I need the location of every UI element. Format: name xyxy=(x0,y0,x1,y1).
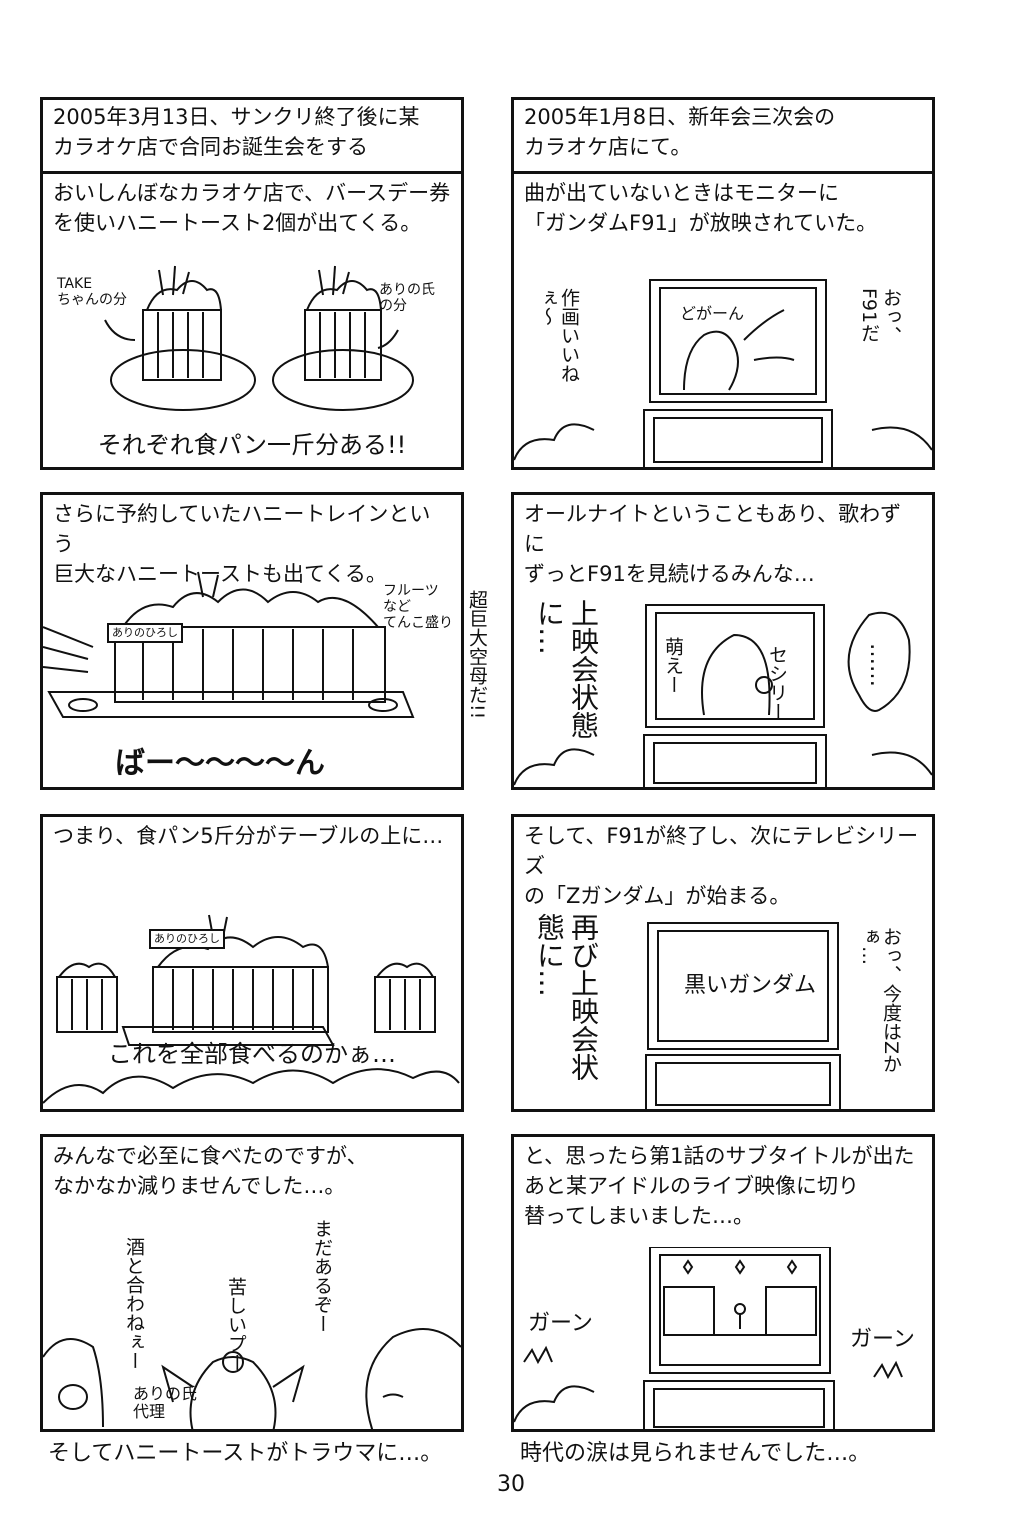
panel-left-2: さらに予約していたハニートレインという 巨大なハニートーストも出てくる。 ありの… xyxy=(40,492,464,790)
speech-not-with-sake: 酒と合わねぇー xyxy=(123,1237,145,1370)
label-fruits: フルーツ など てんこ盛り xyxy=(383,583,453,631)
label-take-portion: TAKE ちゃんの分 xyxy=(57,276,127,308)
five-loaves-drawing xyxy=(43,867,461,1109)
sfx-gaan-right: ガーン xyxy=(850,1327,915,1352)
sfx-gaan-left: ガーン xyxy=(528,1311,593,1336)
speech-nice-animation: 作画いいねぇ〜 xyxy=(536,288,580,383)
speech-bubble-ellipsis: …… xyxy=(865,643,890,687)
panel-text: つまり、食パン5斤分がテーブルの上に… xyxy=(53,824,444,848)
speech-still-more: まだあるぞー xyxy=(311,1219,333,1333)
panel-left-3: つまり、食パン5斤分がテーブルの上に… xyxy=(40,814,464,1112)
tv-text-moe: 萌えー xyxy=(662,637,684,694)
label-proxy: ありの氏 代理 xyxy=(133,1384,198,1421)
side-remark: 超巨大空母だ!! xyxy=(466,590,488,720)
tv-z-gundam-drawing xyxy=(514,897,932,1109)
label-arino-portion: ありの氏 の分 xyxy=(379,282,435,314)
honey-train-drawing xyxy=(43,567,461,747)
honey-toast-pair-drawing xyxy=(43,250,461,440)
panel-header: 2005年1月8日、新年会三次会の カラオケ店にて。 xyxy=(514,100,932,174)
panel-under-caption: 時代の涙は見られませんでした…。 xyxy=(520,1441,871,1466)
panel-text: と、思ったら第1話のサブタイトルが出た あと某アイドルのライブ映像に切り 替って… xyxy=(524,1144,915,1228)
panel-right-4: と、思ったら第1話のサブタイトルが出た あと某アイドルのライブ映像に切り 替って… xyxy=(511,1134,935,1432)
panel-under-caption: そしてハニートーストがトラウマに…。 xyxy=(48,1441,443,1466)
panel-right-2: オールナイトということもあり、歌わずに ずっとF91を見続けるみんな… 上映会状… xyxy=(511,492,935,790)
tv-f91-drawing xyxy=(514,250,932,467)
panel-text: さらに予約していたハニートレインという 巨大なハニートーストも出てくる。 xyxy=(53,502,431,586)
name-sign: ありのひろし xyxy=(149,929,225,949)
panel-caption: それぞれ食パン一斤分ある!! xyxy=(97,431,407,459)
tv-idol-live-drawing xyxy=(514,1247,932,1429)
eating-characters-drawing xyxy=(43,1287,461,1429)
tv-text-cecily: セシリー xyxy=(766,645,788,721)
speech-its-f91: おっ、F91だ xyxy=(858,288,902,345)
page-number: 30 xyxy=(497,1472,525,1497)
panel-text: そして、F91が終了し、次にテレビシリーズ の「Zガンダム」が始まる。 xyxy=(524,824,919,908)
panel-right-1: 2005年1月8日、新年会三次会の カラオケ店にて。 曲が出ていないときはモニタ… xyxy=(511,97,935,470)
sound-effect: ばー〜〜〜〜ん xyxy=(115,746,325,781)
speech-painful: 苦しいプー xyxy=(225,1277,247,1372)
speech-screening-again: 再び上映会状態に… xyxy=(533,913,600,1081)
panel-caption: これを全部食べるのかぁ… xyxy=(108,1040,396,1068)
panel-text: おいしんぼなカラオケ店で、バースデー券 を使いハニートースト2個が出てくる。 xyxy=(53,181,451,235)
panel-left-4: みんなで必至に食べたのですが、 なかなか減りませんでした…。 まだあるぞー 酒と… xyxy=(40,1134,464,1432)
tv-sound-effect: どがーん xyxy=(680,304,745,323)
panel-right-3: そして、F91が終了し、次にテレビシリーズ の「Zガンダム」が始まる。 再び上映… xyxy=(511,814,935,1112)
panel-text: 曲が出ていないときはモニターに 「ガンダムF91」が放映されていた。 xyxy=(524,181,878,235)
speech-screening-state: 上映会状態に… xyxy=(533,599,600,739)
panel-header: 2005年3月13日、サンクリ終了後に某 カラオケ店で合同お誕生会をする xyxy=(43,100,461,174)
panel-text: みんなで必至に食べたのですが、 なかなか減りませんでした…。 xyxy=(53,1144,368,1198)
tv-f91-screening-drawing xyxy=(514,575,932,787)
panel-left-1: 2005年3月13日、サンクリ終了後に某 カラオケ店で合同お誕生会をする おいし… xyxy=(40,97,464,470)
name-sign: ありのひろし xyxy=(107,623,183,643)
panel-text: オールナイトということもあり、歌わずに ずっとF91を見続けるみんな… xyxy=(524,502,902,586)
speech-z-this-time: おっ、今度はZかぁ… xyxy=(858,927,902,1074)
tv-text-black-gundam: 黒いガンダム xyxy=(684,973,817,998)
